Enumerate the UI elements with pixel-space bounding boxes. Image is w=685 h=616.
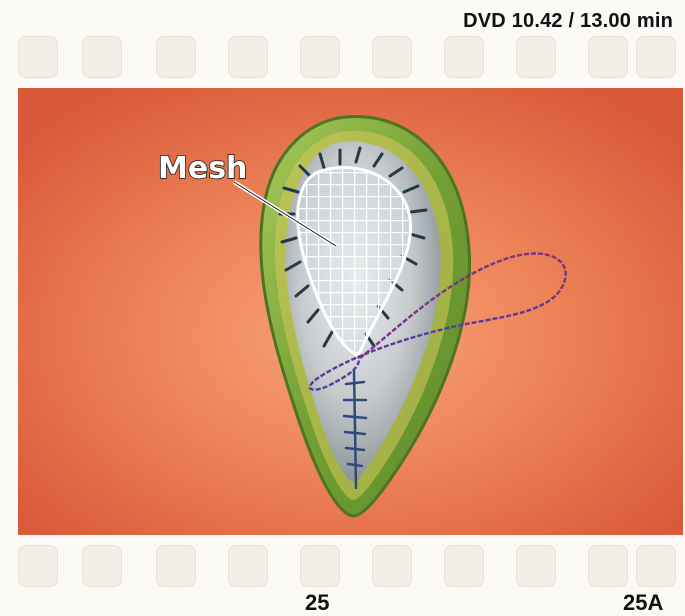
sprocket-row-top: [0, 36, 685, 78]
sprocket-hole: [82, 36, 122, 78]
sprocket-hole: [300, 36, 340, 78]
sprocket-hole: [300, 545, 340, 587]
sprocket-hole: [18, 545, 58, 587]
frame-number-left: 25: [305, 590, 329, 616]
sprocket-hole: [444, 545, 484, 587]
sprocket-hole: [372, 545, 412, 587]
sprocket-hole: [82, 545, 122, 587]
mesh-label: Mesh: [158, 151, 247, 186]
sprocket-hole: [18, 36, 58, 78]
sprocket-row-bottom: [0, 545, 685, 587]
sprocket-hole: [228, 545, 268, 587]
sprocket-hole: [444, 36, 484, 78]
sprocket-hole: [156, 36, 196, 78]
sprocket-hole: [516, 36, 556, 78]
sprocket-hole: [636, 545, 676, 587]
sprocket-hole: [588, 545, 628, 587]
sprocket-hole: [516, 545, 556, 587]
surgical-illustration: Mesh: [18, 88, 683, 535]
sprocket-hole: [372, 36, 412, 78]
frame-number-right: 25A: [623, 590, 663, 616]
sprocket-hole: [156, 545, 196, 587]
sprocket-hole: [636, 36, 676, 78]
sprocket-hole: [588, 36, 628, 78]
dvd-time-label: DVD 10.42 / 13.00 min: [463, 10, 673, 33]
sprocket-hole: [228, 36, 268, 78]
